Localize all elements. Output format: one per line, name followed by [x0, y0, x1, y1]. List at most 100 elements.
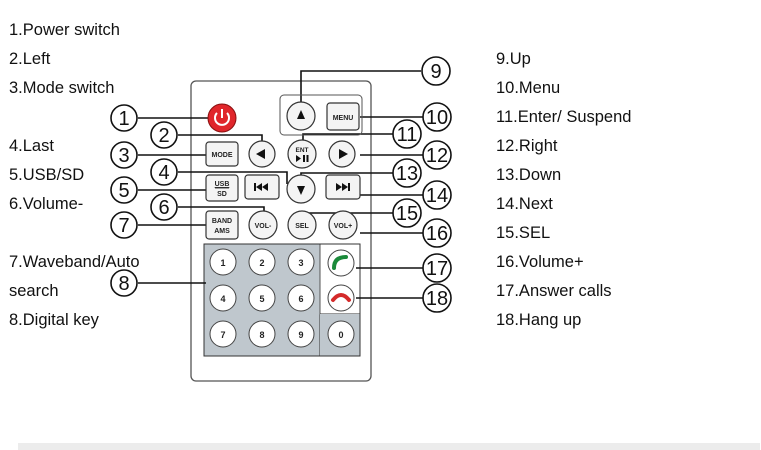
svg-text:15: 15	[396, 203, 418, 225]
down-button[interactable]	[286, 174, 316, 204]
sd-label: SD	[217, 191, 227, 198]
legend-item-2: 2.Left	[9, 50, 51, 68]
callout-6: 6	[150, 193, 178, 221]
legend-item-15: 15.SEL	[496, 224, 551, 242]
phone-hangup-icon	[331, 293, 351, 302]
legend-item-8: 8.Digital key	[9, 311, 99, 329]
enter-label: ENT	[296, 147, 309, 154]
callout-11: 11	[392, 119, 422, 149]
svg-text:5: 5	[118, 180, 129, 202]
last-button[interactable]	[244, 174, 280, 200]
callout-18: 18	[422, 283, 452, 313]
callout-7: 7	[110, 211, 138, 239]
hang-up-button[interactable]	[327, 284, 355, 312]
digit-key-5[interactable]: 5	[248, 284, 276, 312]
svg-text:3: 3	[118, 145, 129, 167]
volume-down-label: VOL-	[255, 223, 272, 230]
svg-text:4: 4	[220, 294, 225, 304]
legend-item-17: 17.Answer calls	[496, 282, 612, 300]
svg-text:11: 11	[397, 124, 418, 146]
svg-text:16: 16	[426, 223, 448, 245]
callout-2: 2	[150, 121, 178, 149]
svg-text:2: 2	[259, 258, 264, 268]
callout-12: 12	[422, 140, 452, 170]
callout-8: 8	[110, 269, 138, 297]
svg-text:17: 17	[426, 258, 448, 280]
digit-key-3[interactable]: 3	[287, 248, 315, 276]
digit-key-8[interactable]: 8	[248, 320, 276, 348]
phone-answer-icon	[332, 255, 348, 270]
svg-text:5: 5	[259, 294, 264, 304]
volume-up-label: VOL+	[334, 223, 352, 230]
usb-sd-button[interactable]: USB SD	[205, 174, 239, 202]
callout-9: 9	[421, 56, 451, 86]
legend-item-16: 16.Volume+	[496, 253, 584, 271]
svg-text:7: 7	[220, 330, 225, 340]
svg-text:12: 12	[426, 145, 448, 167]
volume-up-button[interactable]: VOL+	[328, 210, 358, 240]
svg-text:7: 7	[118, 215, 129, 237]
svg-text:9: 9	[298, 330, 303, 340]
callout-16: 16	[422, 218, 452, 248]
svg-text:3: 3	[298, 258, 303, 268]
callout-14: 14	[422, 180, 452, 210]
left-button[interactable]	[248, 140, 276, 168]
digit-keys: 1 2 3 4 5 6 7 8 9 0	[209, 248, 355, 348]
up-button[interactable]	[286, 101, 316, 131]
sel-label: SEL	[295, 223, 309, 230]
svg-text:0: 0	[338, 330, 343, 340]
legend-item-5: 5.USB/SD	[9, 166, 85, 184]
previous-track-icon	[254, 183, 256, 191]
legend-item-3: 3.Mode switch	[9, 79, 115, 97]
answer-call-button[interactable]	[327, 249, 355, 277]
band-ams-button[interactable]: BAND AMS	[205, 210, 239, 240]
digit-key-1[interactable]: 1	[209, 248, 237, 276]
svg-text:8: 8	[259, 330, 264, 340]
svg-text:8: 8	[118, 273, 129, 295]
right-arrow-icon	[339, 149, 348, 159]
power-button[interactable]	[207, 103, 237, 133]
up-arrow-icon	[297, 110, 305, 119]
legend-item-11: 11.Enter/ Suspend	[496, 108, 632, 126]
svg-text:4: 4	[158, 162, 169, 184]
digit-key-0[interactable]: 0	[327, 320, 355, 348]
left-arrow-icon	[256, 149, 265, 159]
right-button[interactable]	[328, 140, 356, 168]
legend-item-1: 1.Power switch	[9, 21, 120, 39]
legend-item-13: 13.Down	[496, 166, 562, 184]
svg-text:6: 6	[298, 294, 303, 304]
legend-item-14: 14.Next	[496, 195, 553, 213]
callout-3: 3	[110, 141, 138, 169]
legend-item-10: 10.Menu	[496, 79, 561, 97]
digit-key-4[interactable]: 4	[209, 284, 237, 312]
legend-item-12: 12.Right	[496, 137, 558, 155]
power-icon	[214, 112, 230, 126]
svg-text:6: 6	[158, 197, 169, 219]
usb-label: USB	[215, 181, 230, 188]
ams-label: AMS	[214, 228, 230, 235]
digit-key-9[interactable]: 9	[287, 320, 315, 348]
svg-text:9: 9	[430, 61, 441, 83]
callout-4: 4	[150, 158, 178, 186]
sel-button[interactable]: SEL	[287, 210, 317, 240]
digit-key-6[interactable]: 6	[287, 284, 315, 312]
digit-key-7[interactable]: 7	[209, 320, 237, 348]
pause-icon	[303, 155, 305, 162]
callout-10: 10	[422, 102, 452, 132]
next-track-icon	[336, 183, 342, 191]
next-button[interactable]	[325, 174, 361, 200]
digit-key-2[interactable]: 2	[248, 248, 276, 276]
band-label: BAND	[212, 218, 232, 225]
callout-5: 5	[110, 176, 138, 204]
callout-1: 1	[110, 104, 138, 132]
mode-label: MODE	[212, 152, 233, 159]
callouts: 1 2 3 4 5 6 7 8 9 10 11 12 13 14 15 16 1…	[110, 56, 452, 313]
mode-button[interactable]: MODE	[205, 141, 239, 167]
volume-down-button[interactable]: VOL-	[248, 210, 278, 240]
legend-item-4: 4.Last	[9, 137, 54, 155]
menu-button[interactable]: MENU	[326, 102, 360, 131]
menu-label: MENU	[333, 115, 354, 122]
enter-button[interactable]: ENT	[287, 139, 317, 169]
callout-15: 15	[392, 198, 422, 228]
